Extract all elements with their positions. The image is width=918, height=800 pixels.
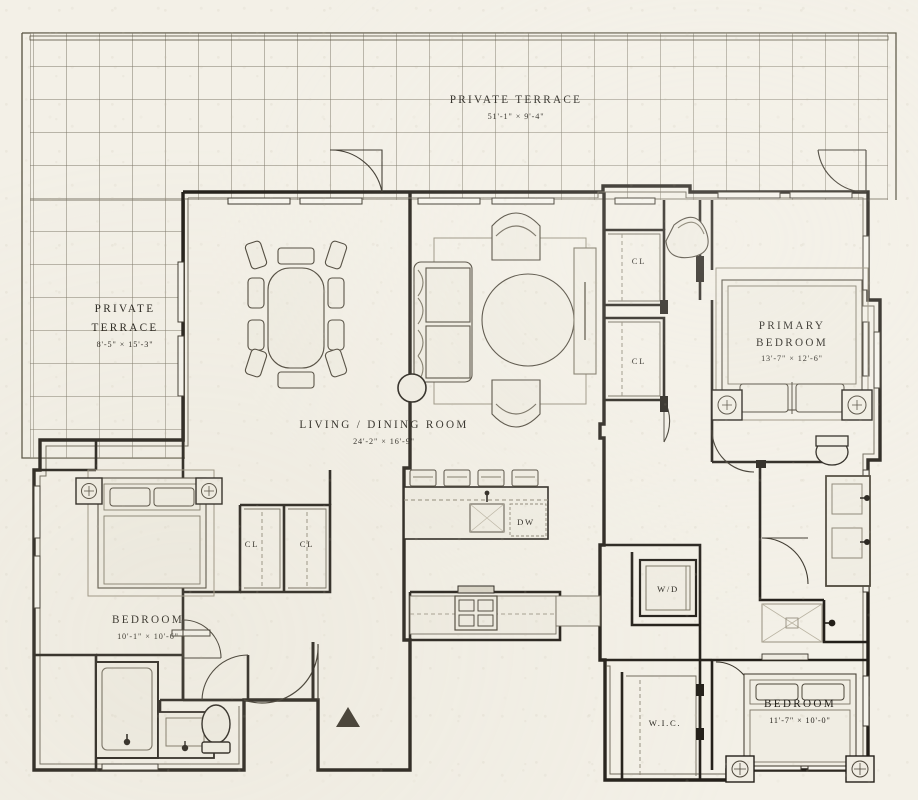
label-closet-hall-lower: CL [632, 356, 646, 366]
label-bedroom2-dim: 10'-1" × 10'-6" [117, 632, 179, 641]
bedroom2-bed [97, 477, 207, 589]
label-terrace-side-name2: TERRACE [91, 322, 158, 334]
round-coffee-table [481, 273, 575, 367]
entry-marker [336, 707, 360, 727]
primary-bed [721, 279, 863, 414]
label-terrace-main-dim: 51'-1" × 9'-4" [488, 112, 545, 121]
label-bedroom2-name: BEDROOM [112, 614, 184, 626]
label-closet-bedroom-b: CL [300, 539, 314, 549]
label-terrace-side-name: PRIVATE [95, 303, 156, 315]
label-living-dining-name: LIVING / DINING ROOM [299, 419, 468, 431]
label-walk-in-closet: W.I.C. [649, 718, 682, 728]
accent-chair-hall [665, 216, 709, 259]
label-closet-hall-upper: CL [632, 256, 646, 266]
label-primary-bedroom-dim: 13'-7" × 12'-6" [761, 354, 823, 363]
living-room-furniture [397, 212, 597, 428]
range-cooktop [409, 585, 557, 635]
closet-rod-lines [261, 234, 641, 776]
label-bedroom3-dim: 11'-7" × 10'-0" [769, 716, 831, 725]
label-dishwasher: DW [517, 517, 535, 527]
label-primary-bedroom-name2: BEDROOM [756, 337, 828, 349]
bedroom2-furniture [75, 469, 223, 597]
terrace-tile-grid-top [30, 33, 888, 200]
primary-bathroom-fixtures [761, 435, 871, 643]
armchair-bottom [491, 379, 541, 428]
door-swings [182, 149, 867, 740]
small-labels: CL CL CL CL DW W/D W.I.C. [245, 256, 682, 728]
room-labels: PRIVATE TERRACE 51'-1" × 9'-4" PRIVATE T… [91, 94, 836, 725]
terrace-tile-grid-left [30, 200, 185, 458]
label-washer-dryer: W/D [657, 584, 679, 594]
bathtub [95, 661, 159, 759]
label-closet-bedroom-a: CL [245, 539, 259, 549]
kitchen-island [403, 469, 549, 540]
kitchen-counters [555, 595, 809, 661]
bedroom3-bed [743, 673, 857, 767]
label-living-dining-dim: 24'-2" × 16'-9" [353, 437, 415, 446]
shower-primary [761, 603, 836, 643]
label-primary-bedroom-name: PRIMARY [759, 320, 825, 332]
toilet-primary [815, 435, 849, 466]
island-stools [409, 469, 539, 487]
label-terrace-main-name: PRIVATE TERRACE [450, 94, 583, 106]
label-bedroom3-name: BEDROOM [764, 698, 836, 710]
bedroom3-furniture [725, 673, 875, 783]
bedroom3-nightstands [725, 755, 875, 783]
washer-dryer-unit [638, 558, 698, 618]
private-terrace-region [21, 32, 897, 459]
bedroom2-nightstands [75, 477, 223, 505]
dishwasher-unit [509, 503, 547, 537]
label-terrace-side-dim: 8'-5" × 15'-3" [97, 340, 154, 349]
island-sink [469, 490, 505, 533]
dining-set [244, 240, 348, 389]
nightstands [711, 389, 873, 421]
secondary-bathroom-fixtures [95, 661, 231, 759]
interior-wall-light-lines [244, 233, 697, 776]
sofa [413, 261, 473, 383]
toilet-secondary [201, 704, 231, 754]
double-vanity [825, 475, 871, 587]
armchair-top [491, 212, 541, 261]
primary-bedroom-furniture [711, 267, 873, 421]
dining-chairs [244, 240, 348, 389]
